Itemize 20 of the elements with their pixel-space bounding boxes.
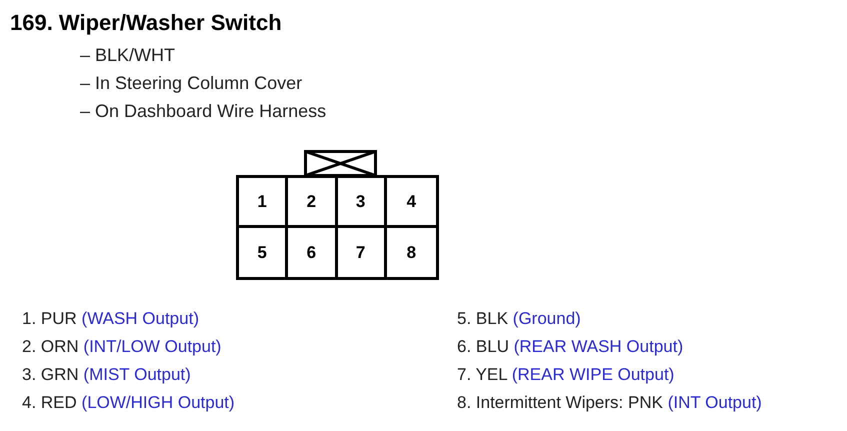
pin-description: 6. BLU (REAR WASH Output) xyxy=(457,336,684,358)
pin-cavity: 1 xyxy=(239,178,288,228)
title: 169. Wiper/Washer Switch xyxy=(10,9,282,37)
pin-cavity: 6 xyxy=(288,228,338,277)
pin-description: 7. YEL (REAR WIPE Output) xyxy=(457,364,676,386)
pin-description: 3. GRN (MIST Output) xyxy=(22,364,192,386)
pin-cavity: 2 xyxy=(288,178,338,228)
pin-cavity: 8 xyxy=(386,228,436,277)
pin-description: 8. Intermittent Wipers: PNK (INT Output) xyxy=(457,392,763,414)
note-text: – In Steering Column Cover xyxy=(80,72,304,95)
pin-description: 4. RED (LOW/HIGH Output) xyxy=(22,392,236,414)
pin-description: 1. PUR (WASH Output) xyxy=(22,308,200,330)
pin-cavity: 3 xyxy=(338,178,387,228)
pin-description: 5. BLK (Ground) xyxy=(457,308,582,330)
pin-cavity: 5 xyxy=(239,228,288,277)
note-text: – BLK/WHT xyxy=(80,44,176,67)
note-text: – On Dashboard Wire Harness xyxy=(80,100,326,123)
pin-description: 2. ORN (INT/LOW Output) xyxy=(22,336,222,358)
pin-cavity: 7 xyxy=(338,228,387,277)
pin-cavity: 4 xyxy=(386,178,436,228)
